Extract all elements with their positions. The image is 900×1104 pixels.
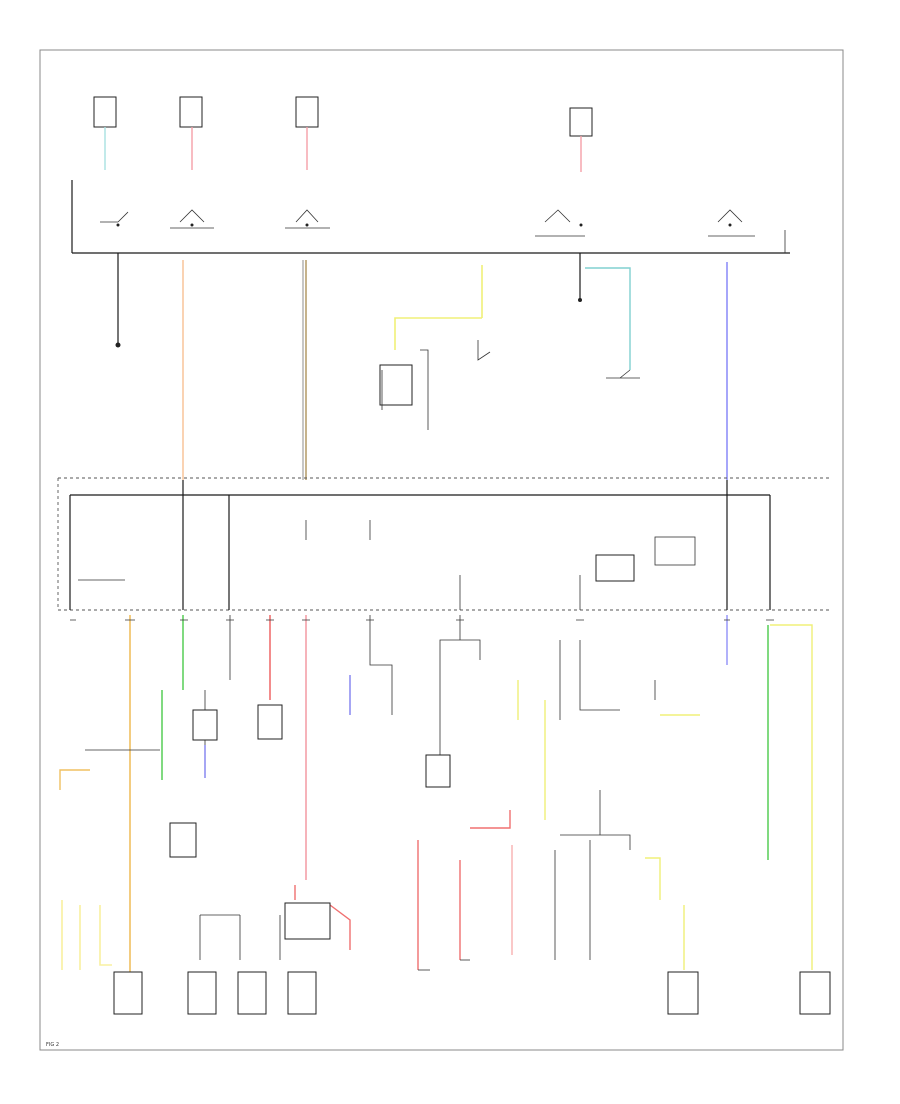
- relay-box-panel-2: [654, 536, 696, 566]
- load-box-bottom-5: [667, 971, 699, 1015]
- load-box-bottom-2: [187, 971, 217, 1015]
- module-box-mid-hatch: [381, 349, 429, 430]
- page-code: FIG 2: [46, 1042, 59, 1048]
- ground-dot-2: [578, 298, 582, 302]
- fuse-4: [569, 107, 593, 137]
- drop-cyan: [585, 267, 631, 370]
- relay-box-panel: [595, 554, 635, 582]
- load-box-5: [284, 902, 331, 940]
- load-box-bottom-6: [799, 971, 831, 1015]
- contact-dot-3: [305, 223, 309, 227]
- fuse-panel: [69, 480, 771, 610]
- load-circuits: [59, 615, 831, 1015]
- fuse-panel-boundary-top: [57, 477, 830, 610]
- power-sources: [71, 96, 790, 254]
- load-box-2: [257, 704, 283, 740]
- load-box-bottom-1: [113, 971, 143, 1015]
- contact-dot-4: [579, 223, 583, 227]
- interconnect-3: [439, 615, 481, 760]
- switch-right-mid: [606, 369, 640, 379]
- relay-switch-mid: [477, 340, 491, 361]
- interconnect-6: [199, 914, 281, 960]
- fuse-1: [93, 96, 117, 128]
- ground-symbols: [418, 959, 470, 971]
- load-wire-red-460: [459, 810, 511, 960]
- load-wire-tan-bottom: [61, 900, 112, 970]
- load-box-bottom-3: [237, 971, 267, 1015]
- contact-dot-2: [190, 223, 194, 227]
- load-wire-tan-left: [59, 769, 90, 790]
- load-wire-yellow-hook: [645, 857, 661, 900]
- fuse-2: [179, 96, 203, 128]
- load-box-blower-motor: [192, 709, 218, 741]
- diagram-frame: [39, 49, 844, 1051]
- interconnect-5: [554, 834, 631, 960]
- interconnect-7: [599, 680, 656, 835]
- drop-yellow-2: [394, 317, 482, 350]
- contact-dot-1: [116, 223, 120, 227]
- ignition-switch-contacts: [100, 209, 755, 237]
- ground-dot: [115, 342, 121, 348]
- load-box-4: [425, 754, 451, 788]
- switch-outputs: [115, 253, 728, 480]
- load-box-3: [169, 822, 197, 858]
- fuse-3: [295, 96, 319, 128]
- interconnect-2: [369, 615, 393, 715]
- contact-dot-5: [728, 223, 732, 227]
- module-box-mid: [379, 364, 413, 406]
- interconnect-4: [559, 640, 620, 720]
- load-wire-yellow-810: [770, 624, 813, 970]
- load-wire-pink-bottom: [294, 885, 351, 950]
- load-box-bottom-4: [287, 971, 317, 1015]
